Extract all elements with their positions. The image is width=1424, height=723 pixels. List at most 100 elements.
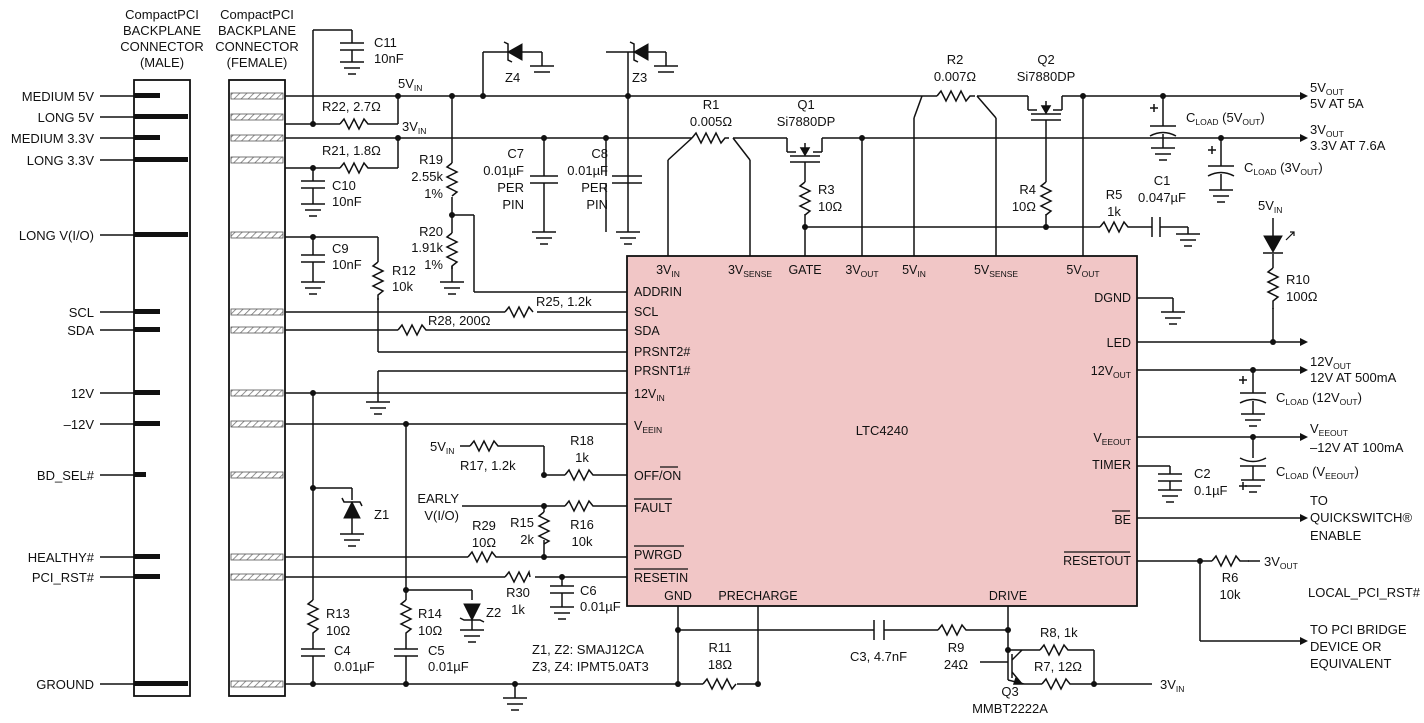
r18-ref: R18 [570,433,594,448]
r2-symbol [936,89,975,103]
male-title-2: BACKPLANE [123,23,201,38]
output-labels: 5VOUT 5V AT 5A 3VOUT 3.3V AT 7.6A CLOAD … [1186,80,1421,671]
r6-symbol [1211,554,1249,568]
r16-symbol [564,499,600,513]
female-title-2: BACKPLANE [218,23,296,38]
ic-pin-3vin: 3VIN [656,263,680,279]
r8-symbol [1039,643,1072,657]
c2-symbol [1158,473,1182,482]
r5-symbol [1099,220,1130,234]
ic-pin-5vout: 5VOUT [1066,263,1099,279]
out5-name: 5VOUT [1310,80,1344,97]
pin-pci-rst: PCI_RST# [32,570,95,585]
c7-ref: C7 [507,146,524,161]
r10-ref: R10 [1286,272,1310,287]
c9-ref: C9 [332,241,349,256]
ic-pin-5vin: 5VIN [902,263,926,279]
female-title-3: CONNECTOR [215,39,299,54]
ic-pin-prsnt2: PRSNT2# [634,345,690,359]
bridge-3: EQUIVALENT [1310,656,1391,671]
z4-ref: Z4 [505,70,520,85]
z1-symbol [341,497,363,534]
r4-symbol [1039,181,1053,216]
c2-ref: C2 [1194,466,1211,481]
c8-pin: PIN [586,197,608,212]
r20-symbol [445,232,459,269]
c5-value: 0.01µF [428,659,469,674]
ground-c10 [301,203,325,217]
capacitors [301,42,1267,657]
r3-ref: R3 [818,182,835,197]
c8-symbol [612,175,642,184]
z3-ref: Z3 [632,70,647,85]
offon-5vin: 5VIN [430,439,454,456]
r28-label: R28, 200Ω [428,313,491,328]
r20-ref: R20 [419,224,443,239]
c2-value: 0.1µF [1194,483,1228,498]
c4-symbol [301,648,325,657]
ground-z3 [654,65,678,73]
ic-pin-scl: SCL [634,305,658,319]
r9-value: 24Ω [944,657,968,672]
r15-ref: R15 [510,515,534,530]
ic-pin-prsnt1: PRSNT1# [634,364,690,378]
wiring [285,29,1300,698]
c11-symbol [340,42,364,51]
ground-z1 [340,533,364,547]
r9-ref: R9 [948,640,965,655]
r18-symbol [564,468,600,482]
r10-value: 100Ω [1286,289,1318,304]
qs-1: TO [1310,493,1328,508]
r21-label: R21, 1.8Ω [322,143,381,158]
r12-ref: R12 [392,263,416,278]
ic-pin-dgnd: DGND [1094,291,1131,305]
r6-3vout: 3VOUT [1264,554,1298,571]
ground-cload3 [1209,189,1233,203]
q3-part: MMBT2222A [972,701,1048,716]
cloadvee-symbol [1239,457,1267,490]
out12-name: 12VOUT [1310,354,1351,371]
z2-ref: Z2 [486,605,501,620]
led-symbol [1263,218,1295,254]
arrows [1300,92,1308,645]
c11-value: 10nF [374,51,404,66]
r21-symbol [339,161,372,175]
pin-12v: 12V [71,386,94,401]
q1-symbol [786,138,823,168]
male-title-4: (MALE) [140,55,184,70]
r25-label: R25, 1.2k [536,294,592,309]
pin-bd-sel: BD_SEL# [37,468,95,483]
c6-ref: C6 [580,583,597,598]
male-title-1: CompactPCI [125,7,199,22]
r19-ref: R19 [419,152,443,167]
outvee-name: VEEOUT [1310,421,1348,438]
r29-ref: R29 [472,518,496,533]
c8-value: 0.01µF [567,163,608,178]
out5-rating: 5V AT 5A [1310,96,1364,111]
ic-pin-5vsense: 5VSENSE [974,263,1018,279]
r10-symbol [1266,267,1280,309]
r19-symbol [445,162,459,197]
cload3-symbol [1207,146,1235,177]
q2-symbol [1027,96,1063,126]
r13-value: 10Ω [326,623,350,638]
r12-value: 10k [392,279,413,294]
ltc4240-ic: LTC4240 3VIN 3VSENSE GATE 3VOUT 5VIN 5VS… [626,255,1138,607]
early-2: V(I/O) [424,508,459,523]
pin-long-3v3: LONG 3.3V [27,153,95,168]
diodes [341,41,1295,630]
male-title-3: CONNECTOR [120,39,204,54]
pin-ground: GROUND [36,677,94,692]
local-rst: LOCAL_PCI_RST# [1308,585,1421,600]
r30-symbol [504,569,531,584]
r30-value: 1k [511,602,525,617]
ic-pin-3vsense: 3VSENSE [728,263,772,279]
early-1: EARLY [417,491,459,506]
qs-3: ENABLE [1310,528,1362,543]
pin-labels: MEDIUM 5V LONG 5V MEDIUM 3.3V LONG 3.3V … [11,89,95,692]
z3-symbol [629,41,649,63]
ground-c11 [340,61,364,75]
pin-sda: SDA [67,323,94,338]
ground-c9 [301,281,325,295]
pin-long-vio: LONG V(I/O) [19,228,94,243]
